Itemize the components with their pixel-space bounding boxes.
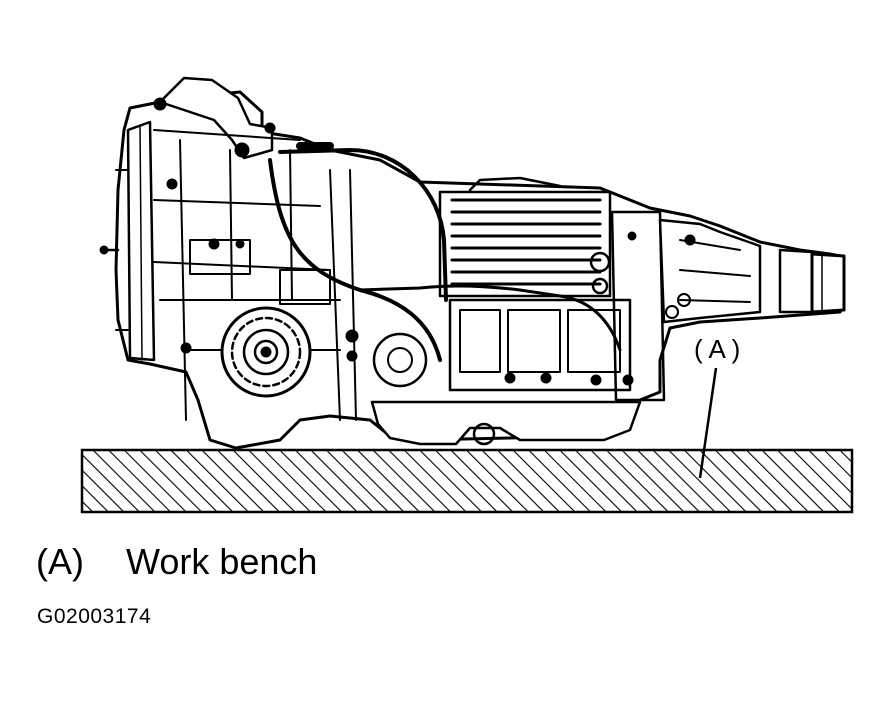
figure-id: G02003174: [37, 605, 152, 628]
legend-text: Work bench: [126, 541, 318, 582]
legend-key: (A): [36, 541, 84, 582]
gear-icon: [220, 306, 312, 398]
callout-label-a: ( A ): [694, 334, 740, 364]
legend-entry: (A) Work bench: [36, 540, 317, 584]
work-bench: [80, 448, 854, 514]
transmission-body: [99, 76, 846, 450]
callout-leader: [698, 367, 718, 479]
